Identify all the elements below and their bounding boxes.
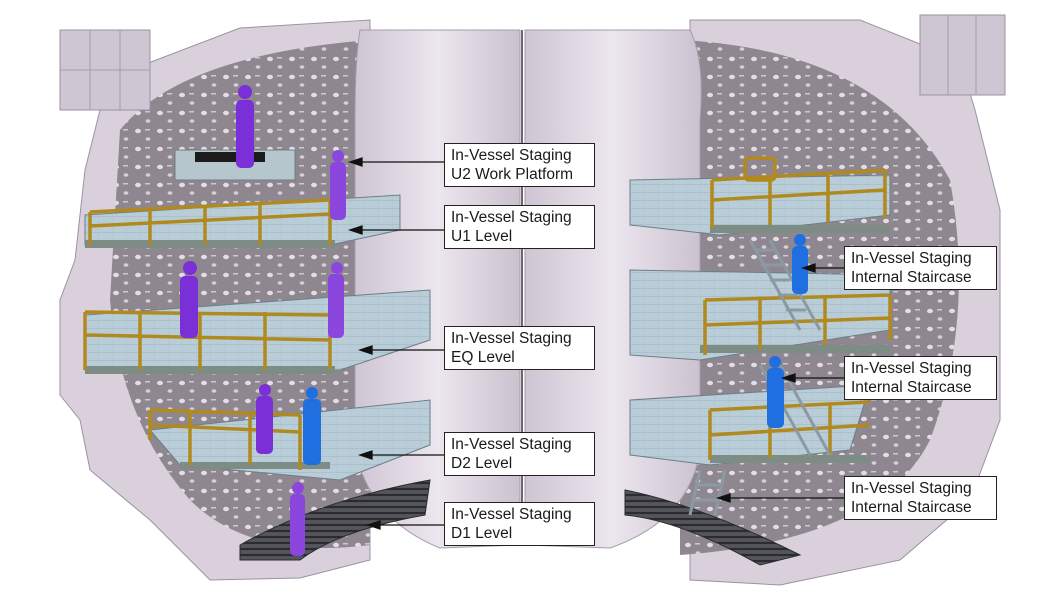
callout-u2-work-platform: In-Vessel Staging U2 Work Platform [444, 143, 595, 187]
callout-line2: U2 Work Platform [451, 166, 574, 183]
callout-line2: U1 Level [451, 228, 513, 245]
callout-line2: EQ Level [451, 349, 515, 366]
callout-line2: Internal Staircase [851, 379, 972, 396]
workers [180, 85, 808, 556]
callout-line1: In-Vessel Staging [451, 147, 572, 164]
worker-blue-stair-1 [792, 234, 808, 294]
callout-line2: D2 Level [451, 455, 513, 472]
callout-line1: In-Vessel Staging [451, 436, 572, 453]
worker-purple-eq-2 [328, 262, 344, 338]
right-platforms [624, 156, 892, 566]
worker-purple-u2 [236, 85, 254, 168]
worker-purple-d1 [290, 482, 305, 556]
callout-internal-staircase-2: In-Vessel Staging Internal Staircase [844, 356, 997, 400]
worker-blue-stair-2 [767, 356, 784, 428]
worker-purple-eq-1 [180, 261, 198, 338]
worker-blue-d2 [303, 387, 321, 465]
callout-d1-level: In-Vessel Staging D1 Level [444, 502, 595, 546]
callout-line2: Internal Staircase [851, 499, 972, 516]
callout-d2-level: In-Vessel Staging D2 Level [444, 432, 595, 476]
worker-purple-d2 [256, 384, 273, 454]
callout-u1-level: In-Vessel Staging U1 Level [444, 205, 595, 249]
callout-line1: In-Vessel Staging [851, 250, 972, 267]
callout-line1: In-Vessel Staging [451, 330, 572, 347]
callout-internal-staircase-3: In-Vessel Staging Internal Staircase [844, 476, 997, 520]
callout-line1: In-Vessel Staging [451, 506, 572, 523]
callout-eq-level: In-Vessel Staging EQ Level [444, 326, 595, 370]
callout-line2: D1 Level [451, 525, 513, 542]
leader-lines [347, 157, 845, 530]
callout-line1: In-Vessel Staging [851, 480, 972, 497]
callout-line1: In-Vessel Staging [451, 209, 572, 226]
callout-line2: Internal Staircase [851, 269, 972, 286]
left-platforms [83, 149, 431, 561]
worker-purple-u1 [330, 150, 346, 220]
callout-internal-staircase-1: In-Vessel Staging Internal Staircase [844, 246, 997, 290]
callout-line1: In-Vessel Staging [851, 360, 972, 377]
